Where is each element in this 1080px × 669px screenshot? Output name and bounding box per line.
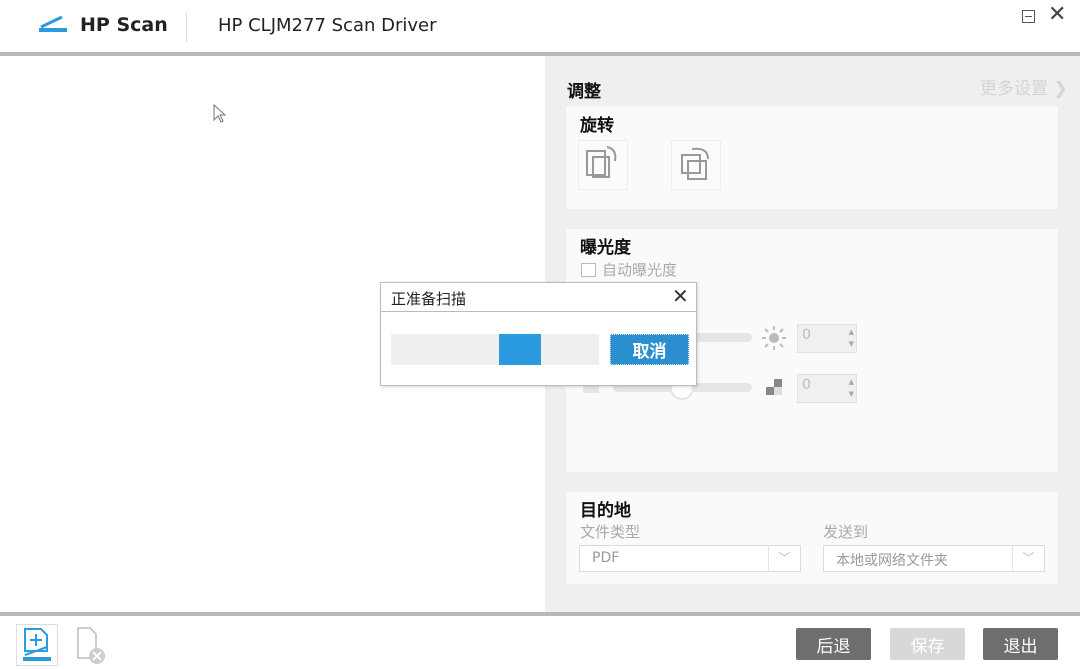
title-bar: HP Scan HP CLJM277 Scan Driver ✕ <box>0 0 1080 52</box>
rotate-heading: 旋转 <box>580 116 614 136</box>
brightness-value: 0 <box>802 327 811 343</box>
title-divider <box>186 12 187 42</box>
contrast-value: 0 <box>802 377 811 393</box>
dialog-divider <box>381 311 696 312</box>
rotate-left-button[interactable] <box>578 140 628 190</box>
bottom-bar: 后退 保存 退出 <box>0 616 1080 668</box>
brightness-icon <box>762 326 786 350</box>
dialog-title: 正准备扫描 <box>391 290 467 308</box>
auto-exposure-label: 自动曝光度 <box>602 261 678 279</box>
exposure-heading: 曝光度 <box>580 238 631 258</box>
minimize-icon[interactable] <box>1022 10 1035 23</box>
rotate-card: 旋转 <box>566 106 1058 209</box>
back-button[interactable]: 后退 <box>796 628 871 660</box>
file-type-label: 文件类型 <box>580 523 641 541</box>
spin-down-icon[interactable]: ▼ <box>848 340 854 348</box>
spin-up-icon[interactable]: ▲ <box>848 328 854 336</box>
send-to-select[interactable]: 本地或网络文件夹 ﹀ <box>823 545 1045 572</box>
adjust-heading: 调整 <box>567 82 601 102</box>
destination-heading: 目的地 <box>580 501 631 521</box>
file-type-select[interactable]: PDF ﹀ <box>579 545 801 572</box>
app-name: HP Scan <box>80 14 168 36</box>
hp-scan-logo-icon <box>39 16 67 32</box>
send-to-value: 本地或网络文件夹 <box>836 553 948 569</box>
dialog-close-icon[interactable]: ✕ <box>672 284 689 308</box>
close-window-icon[interactable]: ✕ <box>1048 2 1067 27</box>
divider <box>0 52 1080 56</box>
driver-name: HP CLJM277 Scan Driver <box>218 15 437 36</box>
preparing-scan-dialog: 正准备扫描 ✕ 取消 <box>380 282 697 386</box>
rotate-right-icon <box>681 147 709 180</box>
more-settings-label: 更多设置 <box>980 79 1048 99</box>
auto-exposure-checkbox[interactable] <box>581 263 596 277</box>
rotate-right-button[interactable] <box>671 140 721 190</box>
new-scan-button[interactable] <box>16 624 58 666</box>
chevron-down-icon: ﹀ <box>1012 546 1044 571</box>
file-type-value: PDF <box>592 550 620 566</box>
more-settings-link[interactable]: 更多设置 ❯ <box>980 74 1068 99</box>
rotate-left-icon <box>586 146 617 178</box>
divider <box>0 612 1080 616</box>
progress-bar <box>391 334 599 365</box>
cancel-button[interactable]: 取消 <box>610 334 689 365</box>
delete-scan-icon[interactable] <box>72 624 112 666</box>
spin-down-icon[interactable]: ▼ <box>848 390 854 398</box>
mouse-cursor-icon <box>213 104 227 123</box>
exit-button[interactable]: 退出 <box>983 628 1058 660</box>
chevron-right-icon: ❯ <box>1048 79 1068 99</box>
chevron-down-icon: ﹀ <box>768 546 800 571</box>
contrast-icon <box>766 379 782 395</box>
new-scan-icon <box>23 628 51 661</box>
destination-card: 目的地 文件类型 PDF ﹀ 发送到 本地或网络文件夹 ﹀ <box>566 492 1058 584</box>
contrast-spinbox[interactable]: 0 ▲ ▼ <box>797 374 857 403</box>
progress-indicator <box>499 334 541 365</box>
spin-up-icon[interactable]: ▲ <box>848 378 854 386</box>
save-button[interactable]: 保存 <box>890 628 965 660</box>
brightness-spinbox[interactable]: 0 ▲ ▼ <box>797 324 857 353</box>
send-to-label: 发送到 <box>823 523 869 541</box>
